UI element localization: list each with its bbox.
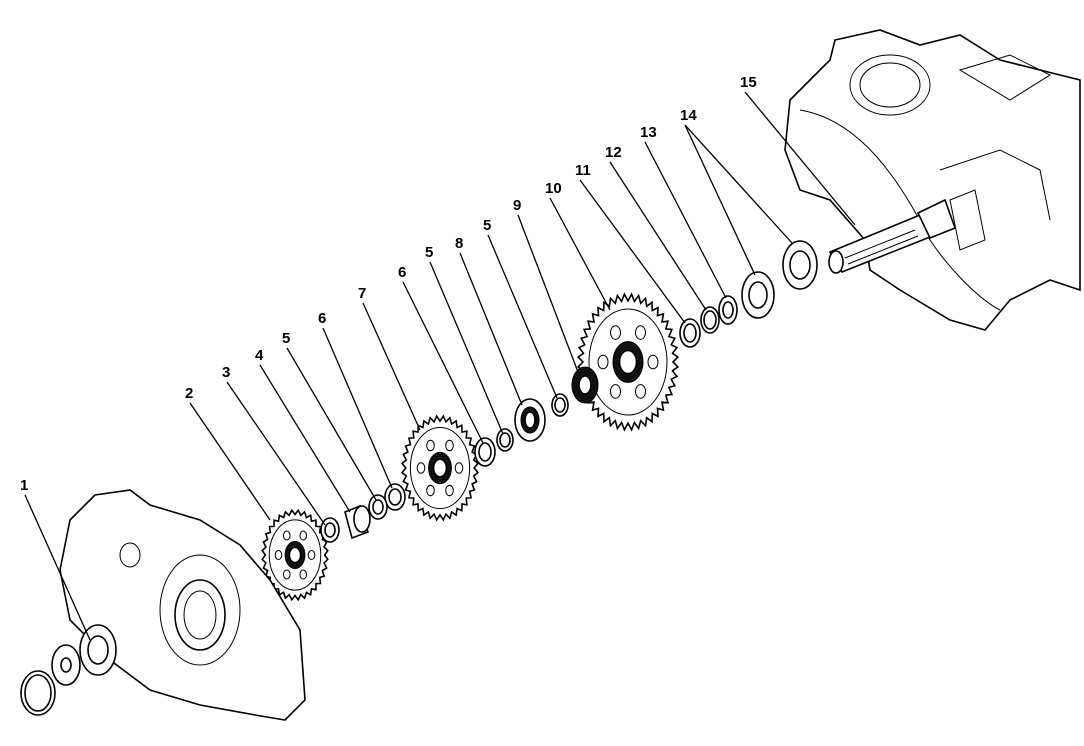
callout-10: 10 (545, 180, 611, 311)
bushing-4 (344, 504, 371, 540)
callout-label: 9 (513, 197, 521, 214)
snap-ring (20, 670, 56, 716)
ring-6b (474, 437, 496, 467)
callout-label: 10 (545, 180, 562, 197)
callout-label: 5 (282, 330, 290, 347)
leader-line (429, 261, 504, 435)
leader-line (322, 327, 393, 489)
callout-3: 3 (222, 364, 326, 526)
callout-5: 5 (483, 217, 558, 399)
leader-line (487, 234, 558, 399)
callout-label: 13 (640, 124, 657, 141)
callout-label: 14 (680, 107, 697, 124)
bearing-14a (782, 240, 818, 290)
callout-14: 14 (680, 107, 793, 276)
callout-label: 1 (20, 477, 28, 494)
washer-13 (718, 295, 738, 325)
synchro-8 (514, 398, 546, 442)
bearing-1 (79, 624, 117, 676)
callout-9: 9 (513, 197, 579, 373)
callout-7: 7 (358, 285, 421, 431)
callout-label: 6 (398, 264, 406, 281)
gear-7 (400, 414, 480, 522)
bearing-14b (741, 271, 775, 319)
leader-line (609, 161, 707, 311)
leader-line (744, 91, 856, 226)
ring-3 (320, 517, 340, 543)
callout-6: 6 (398, 264, 484, 444)
snap-ring-12 (700, 306, 720, 334)
callout-label: 6 (318, 310, 326, 327)
ring-11 (679, 318, 701, 348)
leader-line (362, 302, 421, 431)
ring-5c (551, 393, 569, 417)
callout-label: 7 (358, 285, 366, 302)
leader-line (684, 124, 756, 276)
callout-11: 11 (575, 162, 686, 324)
callout-label: 15 (740, 74, 757, 91)
output-shaft (828, 198, 957, 274)
callout-label: 3 (222, 364, 230, 381)
gear-2 (261, 508, 329, 602)
leader-line (684, 124, 793, 244)
callout-6: 6 (318, 310, 393, 489)
needle-bearing-9 (571, 366, 599, 404)
ring-5a (368, 494, 388, 520)
leader-line (517, 214, 579, 373)
callout-label: 8 (455, 235, 463, 252)
leader-line (226, 381, 326, 526)
leader-line (459, 252, 523, 406)
callout-8: 8 (455, 235, 523, 406)
callout-1: 1 (20, 477, 91, 641)
callout-12: 12 (605, 144, 707, 311)
callout-label: 5 (425, 244, 433, 261)
transmission-housing (784, 29, 1081, 331)
callout-label: 4 (255, 347, 264, 364)
callout-label: 11 (575, 162, 591, 179)
ring-6a (384, 483, 406, 511)
callout-15: 15 (740, 74, 856, 226)
callout-2: 2 (185, 385, 271, 521)
callout-label: 12 (605, 144, 622, 161)
washer (51, 644, 81, 686)
callout-label: 5 (483, 217, 491, 234)
leader-line (24, 494, 91, 641)
callout-13: 13 (640, 124, 727, 299)
leader-line (402, 281, 484, 444)
leader-line (286, 347, 377, 501)
leader-line (579, 179, 686, 324)
leader-line (189, 402, 271, 521)
leader-line (259, 364, 351, 513)
leader-line (549, 197, 611, 311)
callout-5: 5 (282, 330, 377, 501)
gear-10 (576, 292, 680, 432)
leader-line (644, 141, 727, 299)
end-cover (59, 489, 306, 721)
callout-5: 5 (425, 244, 504, 435)
callout-label: 2 (185, 385, 193, 402)
callout-4: 4 (255, 347, 351, 513)
ring-5b (496, 428, 514, 452)
